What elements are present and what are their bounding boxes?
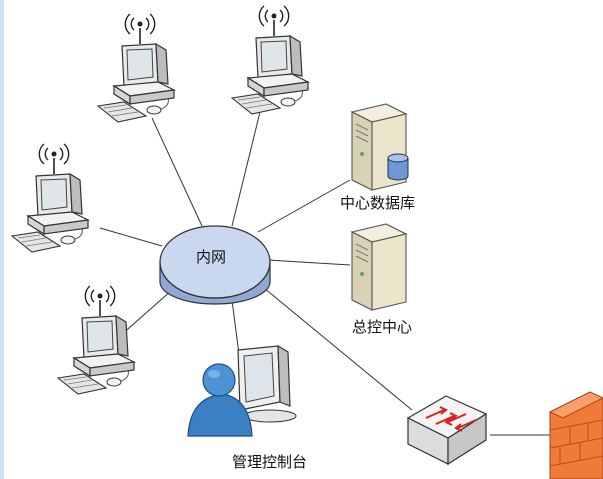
management-console-label: 管理控制台	[232, 453, 308, 471]
link-ws2	[231, 111, 261, 227]
firewall-icon	[548, 391, 603, 479]
link-ws4	[119, 289, 173, 337]
workstation-2	[231, 5, 309, 115]
database-icon	[387, 153, 409, 181]
page-frame	[0, 0, 4, 479]
workstation-4	[57, 285, 135, 395]
link-switch	[263, 287, 413, 411]
control-center-server	[351, 223, 407, 311]
hub-cylinder	[159, 225, 271, 305]
control-center-label: 总控中心	[352, 318, 413, 336]
link-database	[257, 179, 351, 233]
management-console	[187, 344, 297, 437]
workstation-1	[97, 13, 175, 123]
hub-label: 内网	[196, 248, 227, 266]
workstation-3	[11, 143, 89, 253]
database-server	[351, 103, 409, 191]
links	[99, 111, 550, 436]
database-label: 中心数据库	[340, 194, 416, 212]
link-ws1	[151, 117, 203, 227]
link-ws3	[99, 227, 163, 247]
switch-icon	[406, 395, 488, 466]
link-control	[267, 259, 351, 266]
person-icon	[187, 363, 253, 437]
